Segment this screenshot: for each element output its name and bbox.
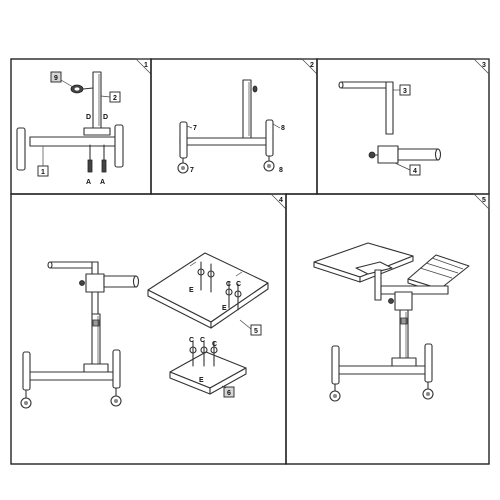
step-5-panel: 5 xyxy=(285,193,490,465)
step-1-frame xyxy=(10,58,152,195)
callout-7-bottom: 7 xyxy=(190,167,194,174)
clamp-knob xyxy=(368,151,376,159)
letter-c-upper-1: C xyxy=(226,281,231,288)
base-bar-part-1 xyxy=(29,136,121,147)
clamp-tube xyxy=(103,275,137,288)
upright-post xyxy=(242,79,252,139)
clamp xyxy=(394,291,413,311)
step-4-panel: 4 E xyxy=(10,193,287,465)
letter-e-upper-2: E xyxy=(222,305,227,312)
right-leg xyxy=(424,343,433,383)
callout-5: 5 xyxy=(254,328,258,335)
left-leg xyxy=(179,121,188,159)
callout-3: 3 xyxy=(403,88,407,95)
callout-1: 1 xyxy=(41,169,45,176)
letter-d-right: D xyxy=(103,114,108,121)
callout-8-top: 8 xyxy=(281,125,285,132)
base-bar xyxy=(27,371,119,381)
arm-horizontal xyxy=(49,261,97,269)
right-foot xyxy=(114,124,124,168)
left-leg xyxy=(331,345,340,385)
letter-c-lower-3: C xyxy=(200,337,205,344)
board-bracket xyxy=(355,261,393,275)
letter-e-lower: E xyxy=(199,377,204,384)
arm-horizontal xyxy=(340,81,392,89)
callout-box-6 xyxy=(223,386,235,398)
callout-6: 6 xyxy=(227,390,231,397)
clamp-knob xyxy=(79,280,85,286)
base-plate xyxy=(83,363,109,373)
step-2-panel: 2 7 8 7 8 xyxy=(150,58,318,195)
clamp xyxy=(85,273,105,293)
step-3-panel: 3 3 4 xyxy=(316,58,490,195)
callout-8-bottom: 8 xyxy=(279,167,283,174)
letter-e-upper-1: E xyxy=(189,287,194,294)
clamp-knob xyxy=(388,298,394,304)
base-plate xyxy=(391,357,417,367)
step-2-frame xyxy=(150,58,318,195)
step-1-number: 1 xyxy=(144,62,148,69)
side-arm xyxy=(380,285,449,295)
letter-a-left: A xyxy=(86,179,91,186)
clamp-part-4 xyxy=(377,145,399,164)
step-4-number: 4 xyxy=(279,197,283,204)
left-foot xyxy=(16,127,26,171)
callout-9: 9 xyxy=(54,75,58,82)
letter-d-left: D xyxy=(86,114,91,121)
callout-4: 4 xyxy=(413,168,417,175)
step-4-frame xyxy=(10,193,287,465)
step-2-number: 2 xyxy=(310,62,314,69)
step-3-frame xyxy=(316,58,490,195)
side-board-grid xyxy=(419,257,464,279)
base-bar xyxy=(337,365,429,375)
upright-post xyxy=(92,71,102,129)
callout-7-top: 7 xyxy=(193,125,197,132)
step-5-frame xyxy=(285,193,490,465)
right-leg xyxy=(265,119,274,157)
step-5-number: 5 xyxy=(482,197,486,204)
board-hardware-lower xyxy=(189,341,218,367)
base-plate xyxy=(83,127,111,136)
letter-c-lower-1: C xyxy=(189,337,194,344)
arm-vertical-part-3 xyxy=(385,81,394,135)
arm-vertical xyxy=(374,269,382,301)
callout-2: 2 xyxy=(113,95,117,102)
board-hardware-upper xyxy=(197,261,242,311)
left-leg xyxy=(22,351,31,391)
letter-c-lower-2: C xyxy=(212,341,217,348)
base-bar xyxy=(179,137,273,146)
callout-box-9 xyxy=(50,71,62,83)
letter-c-upper-2: C xyxy=(236,281,241,288)
right-leg xyxy=(112,349,121,389)
step-1-panel: 1 D D A A 9 2 1 xyxy=(10,58,152,195)
upper-board-part-5 xyxy=(147,252,269,323)
step-3-number: 3 xyxy=(482,62,486,69)
clamp-tube xyxy=(397,148,439,161)
callout-box-5 xyxy=(250,324,262,336)
letter-a-right: A xyxy=(100,179,105,186)
